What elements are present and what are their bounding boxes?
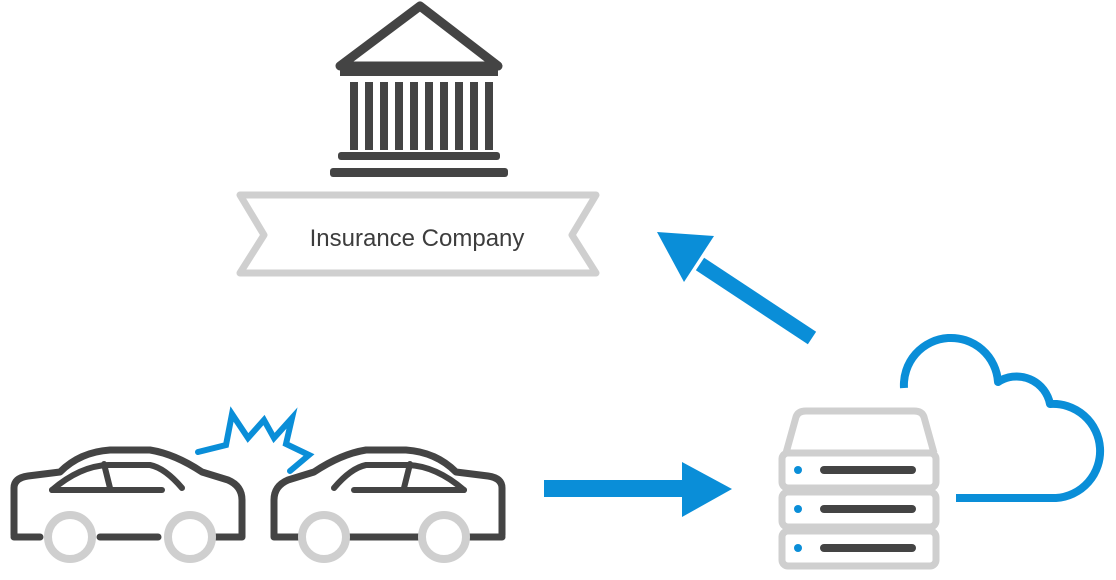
server-stack-icon	[778, 407, 940, 570]
bank-building-icon	[330, 1, 508, 177]
car-right-icon	[270, 446, 506, 563]
insurance-company-label: Insurance Company	[310, 225, 525, 252]
arrow-up-left-icon	[657, 232, 817, 345]
impact-burst-icon	[195, 406, 315, 474]
car-left-icon	[10, 446, 246, 563]
cloud-icon	[899, 333, 1105, 502]
insurance-company-banner: Insurance Company	[236, 191, 600, 277]
arrow-right-icon	[544, 462, 732, 517]
